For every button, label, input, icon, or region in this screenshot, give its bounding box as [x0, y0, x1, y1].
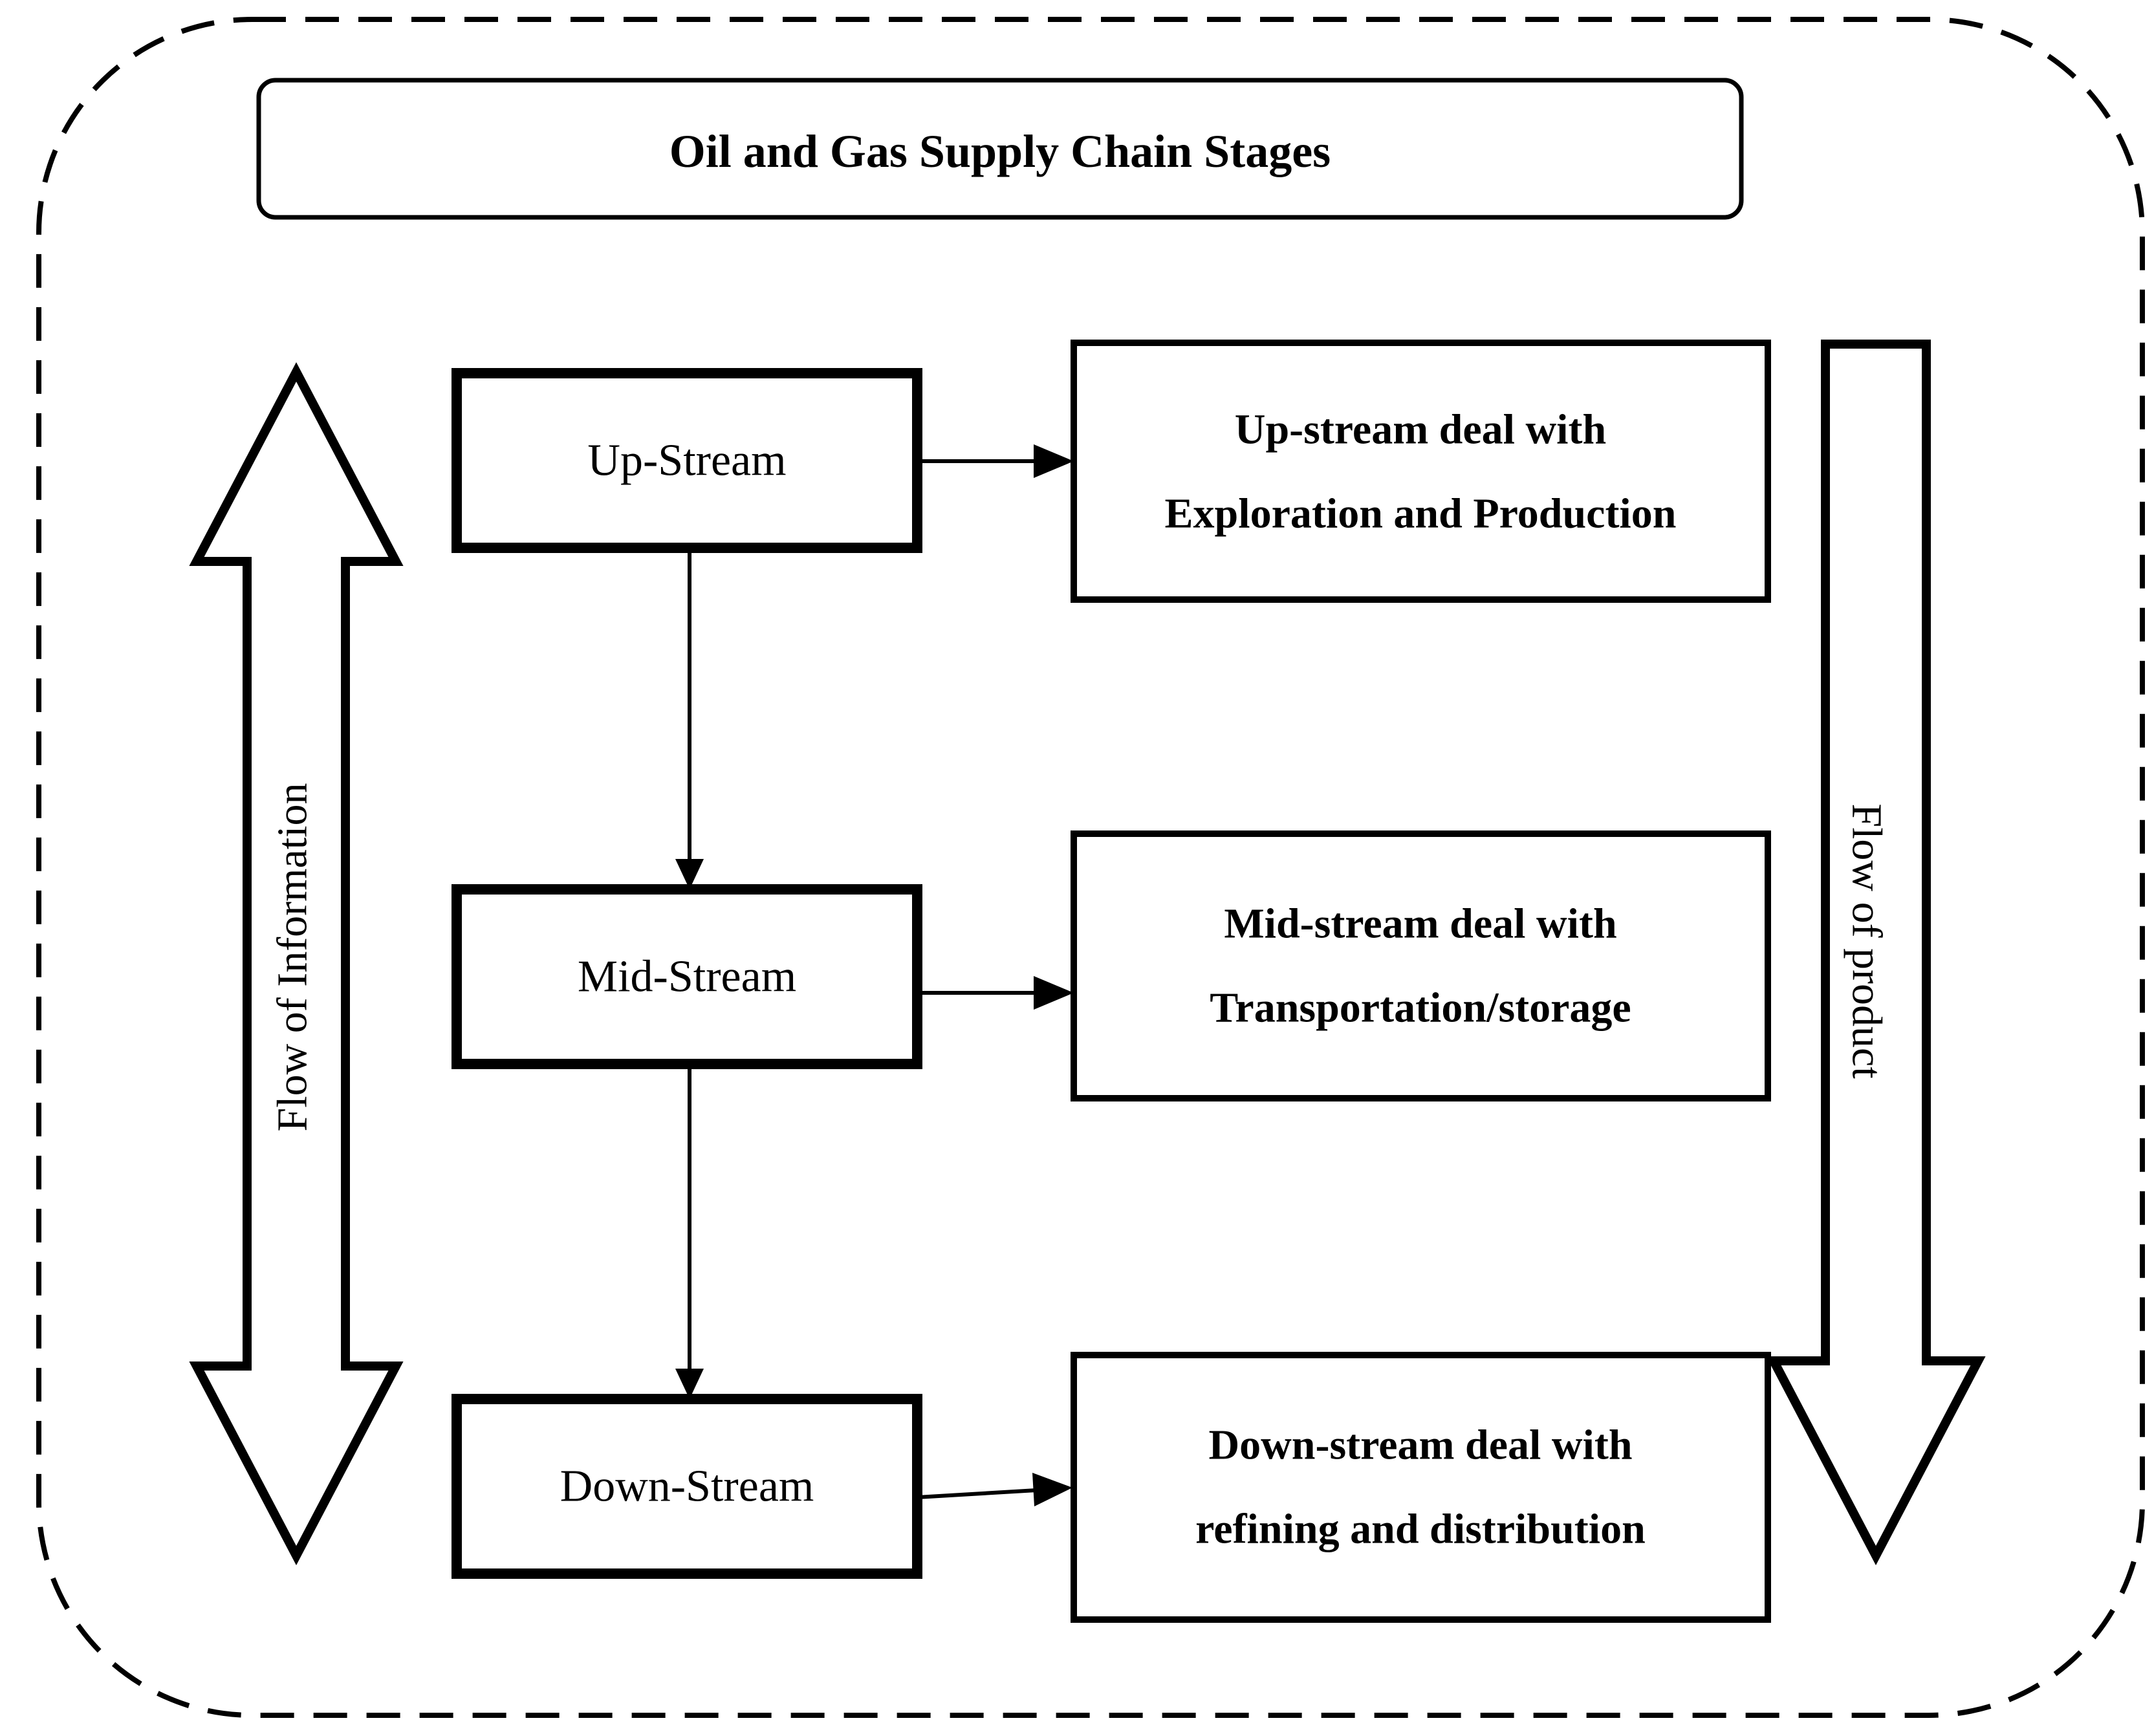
mid-stream-description-line-1: Mid-stream deal with — [1224, 900, 1616, 948]
flow-of-information-arrow-icon — [189, 362, 404, 1566]
connector-down-to-description-arrowhead-icon — [1032, 1473, 1072, 1506]
description-box-mid-stream: Mid-stream deal with Transportation/stor… — [1071, 830, 1771, 1101]
page-title: Oil and Gas Supply Chain Stages — [669, 125, 1331, 177]
up-stream-description-line-2: Exploration and Production — [1165, 490, 1677, 537]
connector-down-to-description — [917, 1488, 1037, 1499]
connector-up-to-description-arrowhead-icon — [1034, 444, 1074, 478]
connector-mid-to-down-arrowhead-icon — [675, 1369, 704, 1399]
mid-stream-description-line-2: Transportation/storage — [1210, 984, 1631, 1032]
up-stream-label: Up-Stream — [587, 436, 786, 486]
up-stream-description-box — [1071, 340, 1771, 603]
stage-box-up-stream: Up-Stream — [451, 368, 922, 553]
down-stream-box — [451, 1394, 922, 1579]
down-stream-description-box — [1071, 1352, 1771, 1623]
flow-of-product-label: Flow of product — [1844, 803, 1891, 1078]
connector-mid-to-description-arrowhead-icon — [1034, 976, 1074, 1010]
up-stream-description-line-1: Up-stream deal with — [1235, 406, 1606, 453]
down-stream-description-line-1: Down-stream deal with — [1208, 1422, 1632, 1469]
down-stream-label: Down-Stream — [560, 1462, 814, 1512]
description-box-up-stream: Up-stream deal with Exploration and Prod… — [1071, 340, 1771, 603]
description-box-down-stream: Down-stream deal with refining and distr… — [1071, 1352, 1771, 1623]
up-stream-box — [451, 368, 922, 553]
title-box — [256, 78, 1744, 220]
mid-stream-label: Mid-Stream — [578, 952, 796, 1002]
down-stream-description-line-2: refining and distribution — [1195, 1506, 1646, 1553]
outer-dashed-border — [36, 17, 2145, 1718]
flow-of-product-arrow-icon — [1766, 340, 1986, 1566]
mid-stream-box — [451, 884, 922, 1069]
stage-box-down-stream: Down-Stream — [451, 1394, 922, 1579]
flow-of-information-label: Flow of Information — [269, 783, 316, 1132]
connector-up-to-mid-arrowhead-icon — [675, 859, 704, 889]
mid-stream-description-box — [1071, 830, 1771, 1101]
stage-box-mid-stream: Mid-Stream — [451, 884, 922, 1069]
